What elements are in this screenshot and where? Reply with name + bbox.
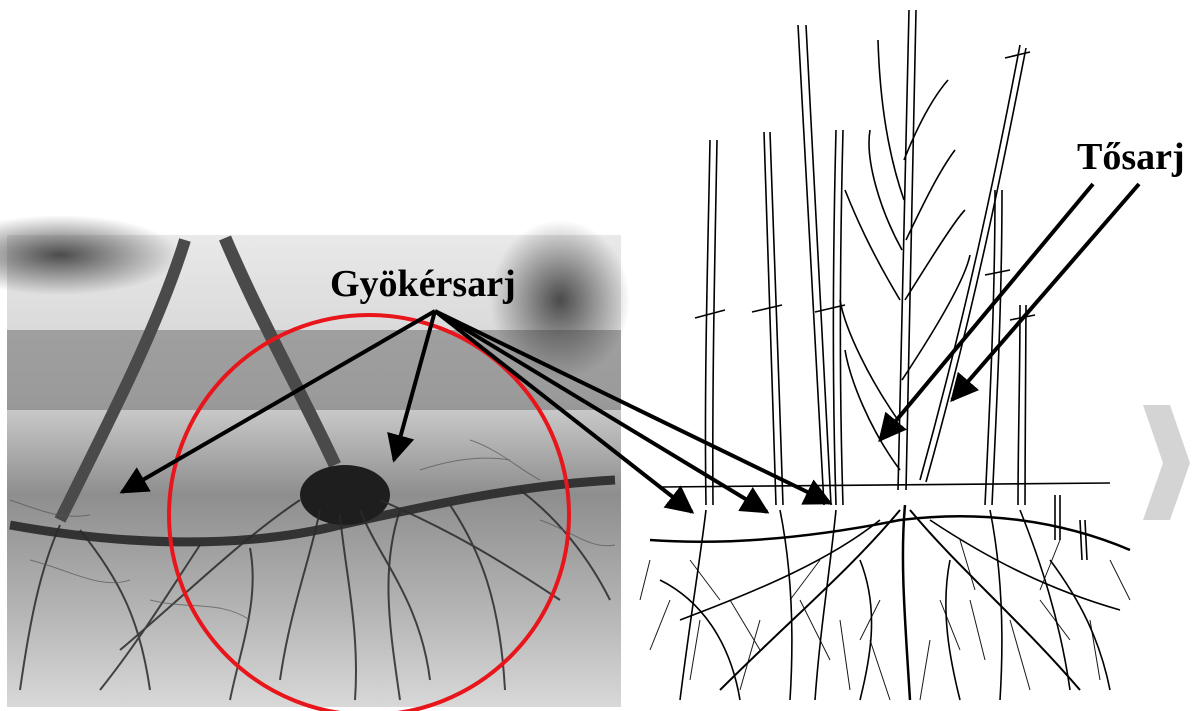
crown-sucker-arrows xyxy=(880,184,1139,440)
root-photo xyxy=(0,215,630,707)
chevron-right-icon[interactable] xyxy=(1143,405,1190,520)
label-tosarj: Tősarj xyxy=(1077,135,1185,179)
label-gyokersarj: Gyökérsarj xyxy=(330,262,516,306)
arrow-crown-right xyxy=(952,184,1139,400)
plant-drawing xyxy=(640,10,1130,700)
